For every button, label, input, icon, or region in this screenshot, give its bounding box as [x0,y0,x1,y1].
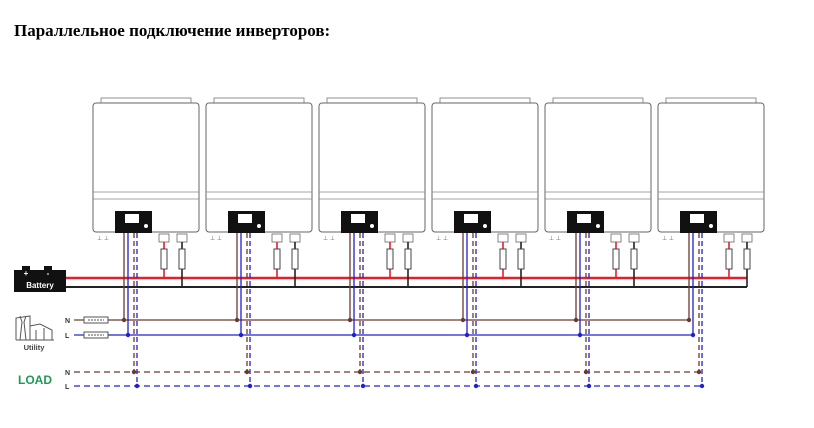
dc-positive-gland [384,233,396,243]
junction-dot [586,383,592,389]
battery-label: Battery [26,281,54,290]
dc-negative-gland [628,233,640,243]
terminal-marks: ⊥ ⊥ [549,235,561,242]
junction-dot [464,332,470,338]
junction-dot [238,332,244,338]
junction-dot [686,317,692,323]
terminal-marks: ⊥ ⊥ [436,235,448,242]
dc-negative-gland [402,233,414,243]
dc-positive-fuse-icon [612,248,620,270]
junction-dot [460,317,466,323]
inverter-5: ⊥ ⊥ [544,97,652,389]
terminal-marks: ⊥ ⊥ [662,235,674,242]
dc-positive-fuse-icon [725,248,733,270]
inverter-1: ⊥ ⊥ [92,97,200,389]
utility-n-breaker-icon [83,316,109,324]
inverter-2: ⊥ ⊥ [205,97,313,389]
inverter-4: ⊥ ⊥ [431,97,539,389]
dc-negative-gland [515,233,527,243]
terminal-marks: ⊥ ⊥ [97,235,109,242]
terminal-marks: ⊥ ⊥ [210,235,222,242]
dc-negative-fuse-icon [630,248,638,270]
dc-positive-gland [723,233,735,243]
junction-dot [121,317,127,323]
lcd-screen [125,214,139,223]
dc-positive-gland [158,233,170,243]
power-button-icon [709,224,713,228]
dc-positive-gland [610,233,622,243]
battery-minus: - [47,269,50,278]
dc-negative-fuse-icon [404,248,412,270]
battery-icon: + - Battery [14,266,66,292]
junction-dot [134,383,140,389]
utility-label: Utility [24,343,46,352]
dc-negative-gland [741,233,753,243]
utility-l-breaker-icon [83,331,109,339]
junction-dot [583,369,589,375]
junction-dot [690,332,696,338]
junction-dot [247,383,253,389]
lcd-screen [577,214,591,223]
junction-dot [470,369,476,375]
junction-dot [357,369,363,375]
lcd-screen [351,214,365,223]
utility-tower-icon [15,315,54,341]
dc-negative-fuse-icon [517,248,525,270]
dc-negative-fuse-icon [291,248,299,270]
power-button-icon [596,224,600,228]
dc-positive-fuse-icon [273,248,281,270]
junction-dot [699,383,705,389]
load-n-label: N [65,370,70,377]
dc-negative-gland [289,233,301,243]
power-button-icon [257,224,261,228]
terminal-marks: ⊥ ⊥ [323,235,335,242]
utility-n-label: N [65,318,70,325]
page-title: Параллельное подключение инверторов: [14,21,331,40]
lcd-screen [238,214,252,223]
junction-dot [351,332,357,338]
junction-dot [360,383,366,389]
power-button-icon [144,224,148,228]
inverter-6: ⊥ ⊥ [657,97,765,389]
junction-dot [234,317,240,323]
dc-positive-fuse-icon [386,248,394,270]
junction-dot [696,369,702,375]
junction-dot [473,383,479,389]
utility-l-label: L [65,333,70,340]
dc-positive-fuse-icon [160,248,168,270]
junction-dot [131,369,137,375]
inverter-3: ⊥ ⊥ [318,97,426,389]
dc-negative-fuse-icon [178,248,186,270]
junction-dot [577,332,583,338]
load-label: LOAD [18,373,52,387]
junction-dot [244,369,250,375]
junction-dot [573,317,579,323]
dc-positive-fuse-icon [499,248,507,270]
power-button-icon [370,224,374,228]
dc-negative-fuse-icon [743,248,751,270]
junction-dot [347,317,353,323]
power-button-icon [483,224,487,228]
dc-negative-gland [176,233,188,243]
dc-positive-gland [271,233,283,243]
junction-dot [125,332,131,338]
dc-positive-gland [497,233,509,243]
lcd-screen [690,214,704,223]
lcd-screen [464,214,478,223]
battery-plus: + [24,269,29,278]
load-l-label: L [65,384,70,391]
